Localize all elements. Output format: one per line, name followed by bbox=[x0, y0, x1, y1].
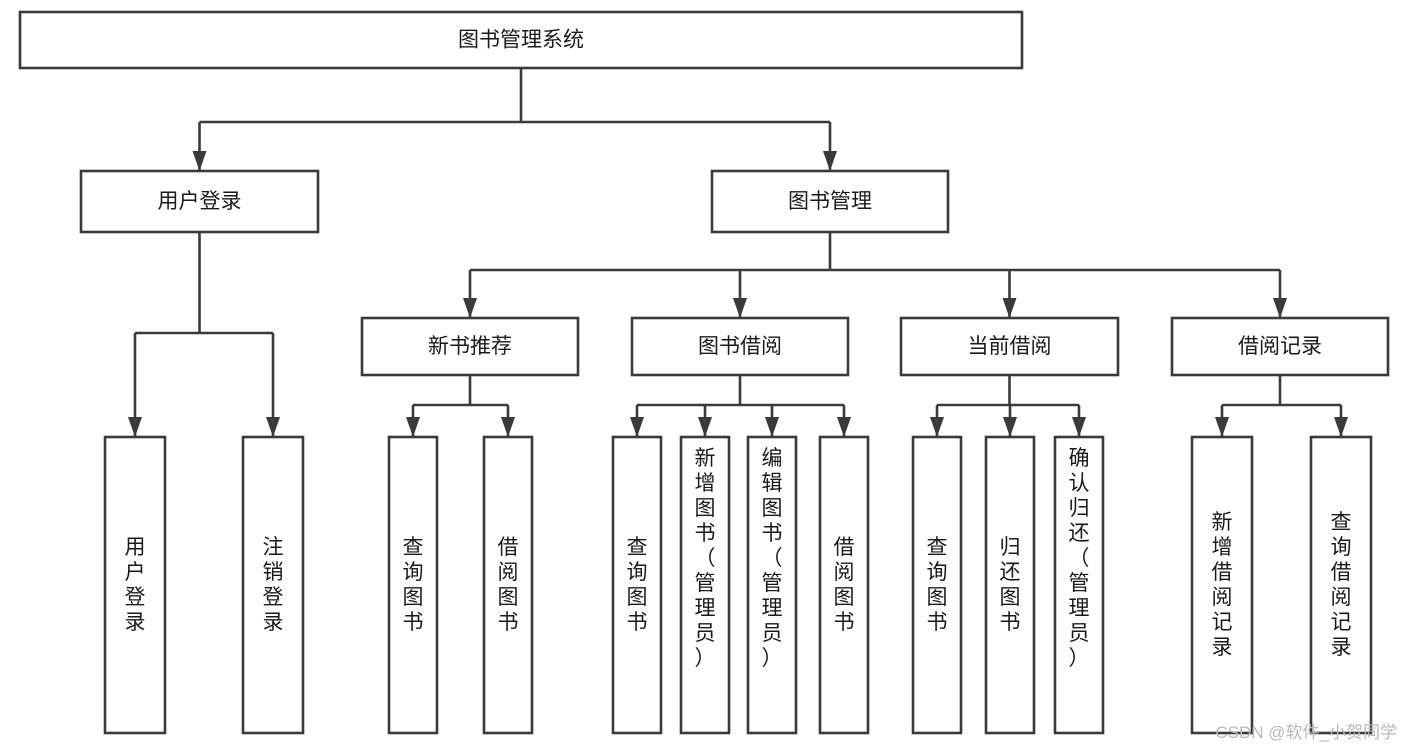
node-label-查询图书: 查询图书 bbox=[927, 536, 948, 634]
node-查询图书[interactable]: 查询图书 bbox=[387, 435, 439, 735]
node-box-新增图书管理员[interactable] bbox=[679, 435, 731, 735]
arrow-head-icon bbox=[1002, 298, 1017, 318]
node-box-注销登录[interactable] bbox=[241, 435, 305, 735]
node-label-查询借阅记录: 查询借阅记录 bbox=[1331, 511, 1352, 659]
node-借阅图书[interactable]: 借阅图书 bbox=[482, 435, 534, 735]
node-借阅记录[interactable]: 借阅记录 bbox=[1170, 316, 1390, 377]
arrow-head-icon bbox=[765, 417, 779, 437]
node-当前借阅[interactable]: 当前借阅 bbox=[899, 316, 1120, 377]
node-box-借阅记录[interactable] bbox=[1170, 316, 1390, 377]
node-box-查询图书[interactable] bbox=[911, 435, 963, 735]
node-用户登录[interactable]: 用户登录 bbox=[103, 435, 167, 735]
arrow-head-icon bbox=[1003, 417, 1017, 437]
arrow-head-icon bbox=[823, 151, 837, 171]
node-box-借阅图书[interactable] bbox=[818, 435, 870, 735]
arrow-head-icon bbox=[501, 417, 515, 437]
node-box-用户登录[interactable] bbox=[79, 169, 320, 234]
node-label-编辑图书管理员: 编辑图书（管理员） bbox=[762, 447, 783, 670]
arrow-head-icon bbox=[733, 298, 747, 318]
watermark-text: CSDN @软件_小贺同学 bbox=[1215, 723, 1397, 742]
arrow-head-icon bbox=[463, 298, 477, 318]
node-box-归还图书[interactable] bbox=[984, 435, 1036, 735]
node-label-查询图书: 查询图书 bbox=[627, 536, 648, 634]
arrow-head-icon bbox=[128, 417, 142, 437]
arrow-head-icon bbox=[406, 417, 420, 437]
node-label-新增借阅记录: 新增借阅记录 bbox=[1212, 511, 1233, 659]
arrow-head-icon bbox=[930, 417, 944, 437]
node-box-查询借阅记录[interactable] bbox=[1309, 435, 1373, 735]
node-借阅图书[interactable]: 借阅图书 bbox=[818, 435, 870, 735]
node-label-借阅记录: 借阅记录 bbox=[1238, 335, 1322, 358]
node-label-借阅图书: 借阅图书 bbox=[834, 536, 855, 634]
node-box-确认归还管理员[interactable] bbox=[1053, 435, 1105, 735]
node-layer: 图书管理系统用户登录用户登录注销登录图书管理新书推荐查询图书借阅图书图书借阅查询… bbox=[18, 10, 1390, 735]
node-label-图书管理: 图书管理 bbox=[788, 190, 872, 213]
arrow-head-icon bbox=[630, 417, 644, 437]
arrow-head-icon bbox=[192, 151, 207, 171]
node-label-用户登录: 用户登录 bbox=[158, 190, 242, 213]
arrow-head-icon bbox=[1334, 417, 1348, 437]
arrow-head-icon bbox=[698, 417, 712, 437]
node-label-归还图书: 归还图书 bbox=[1000, 536, 1021, 634]
node-label-图书借阅: 图书借阅 bbox=[698, 335, 782, 358]
node-box-新增借阅记录[interactable] bbox=[1190, 435, 1254, 735]
node-label-图书管理系统: 图书管理系统 bbox=[458, 29, 584, 52]
node-图书借阅[interactable]: 图书借阅 bbox=[630, 316, 850, 377]
connector-layer bbox=[128, 68, 1348, 437]
node-label-借阅图书: 借阅图书 bbox=[498, 536, 519, 634]
node-label-新书推荐: 新书推荐 bbox=[428, 335, 512, 358]
node-box-图书借阅[interactable] bbox=[630, 316, 850, 377]
node-label-确认归还管理员: 确认归还（管理员） bbox=[1069, 447, 1090, 670]
node-box-新书推荐[interactable] bbox=[360, 316, 580, 377]
node-box-编辑图书管理员[interactable] bbox=[746, 435, 798, 735]
node-box-图书管理系统[interactable] bbox=[18, 10, 1024, 70]
node-新书推荐[interactable]: 新书推荐 bbox=[360, 316, 580, 377]
node-新增图书管理员[interactable]: 新增图书（管理员） bbox=[679, 435, 731, 735]
node-label-新增图书管理员: 新增图书（管理员） bbox=[695, 447, 716, 670]
node-图书管理[interactable]: 图书管理 bbox=[710, 169, 950, 234]
node-编辑图书管理员[interactable]: 编辑图书（管理员） bbox=[746, 435, 798, 735]
node-用户登录[interactable]: 用户登录 bbox=[79, 169, 320, 234]
arrow-head-icon bbox=[1215, 417, 1229, 437]
arrow-head-icon bbox=[837, 417, 851, 437]
node-注销登录[interactable]: 注销登录 bbox=[241, 435, 305, 735]
node-图书管理系统[interactable]: 图书管理系统 bbox=[18, 10, 1024, 70]
node-label-注销登录: 注销登录 bbox=[263, 536, 284, 634]
node-box-当前借阅[interactable] bbox=[899, 316, 1120, 377]
arrow-head-icon bbox=[266, 417, 280, 437]
node-box-查询图书[interactable] bbox=[611, 435, 663, 735]
node-label-查询图书: 查询图书 bbox=[403, 536, 424, 634]
arrow-head-icon bbox=[1273, 298, 1287, 318]
node-box-查询图书[interactable] bbox=[387, 435, 439, 735]
node-新增借阅记录[interactable]: 新增借阅记录 bbox=[1190, 435, 1254, 735]
node-确认归还管理员[interactable]: 确认归还（管理员） bbox=[1053, 435, 1105, 735]
node-label-用户登录: 用户登录 bbox=[125, 536, 146, 634]
node-box-借阅图书[interactable] bbox=[482, 435, 534, 735]
node-label-当前借阅: 当前借阅 bbox=[968, 335, 1052, 358]
node-box-用户登录[interactable] bbox=[103, 435, 167, 735]
node-查询图书[interactable]: 查询图书 bbox=[911, 435, 963, 735]
node-box-图书管理[interactable] bbox=[710, 169, 950, 234]
arrow-head-icon bbox=[1072, 417, 1086, 437]
node-查询借阅记录[interactable]: 查询借阅记录 bbox=[1309, 435, 1373, 735]
node-归还图书[interactable]: 归还图书 bbox=[984, 435, 1036, 735]
node-查询图书[interactable]: 查询图书 bbox=[611, 435, 663, 735]
